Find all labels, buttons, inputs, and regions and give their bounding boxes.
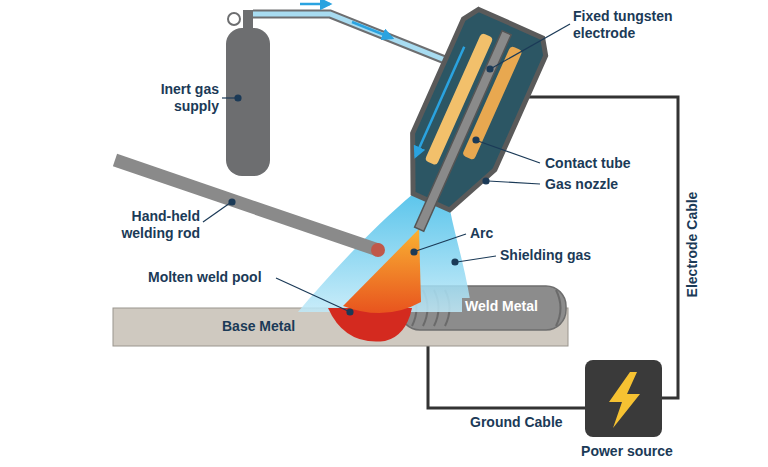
tungsten-electrode <box>415 31 512 231</box>
shielding-gas-label: Shielding gas <box>500 247 591 264</box>
contact-tube-label: Contact tube <box>545 155 631 172</box>
power-source-label: Power source <box>573 443 681 460</box>
pressure-gauge <box>228 13 240 25</box>
gas-hose <box>253 14 445 60</box>
gas-cylinder <box>226 28 270 176</box>
lightning-symbol <box>609 372 640 428</box>
arc-label: Arc <box>470 225 493 242</box>
gas-flow-arrow <box>352 22 392 38</box>
cable-label: Ground Cable <box>470 414 563 431</box>
tig-torch <box>378 5 552 247</box>
weld-metal-label: Weld Metal <box>462 298 541 315</box>
welding-rod-tip <box>371 243 385 257</box>
gas-flow-arrow <box>300 3 330 6</box>
welding-rod-label: Hand-held welding rod <box>98 208 200 242</box>
gas-hose-inner <box>253 14 445 60</box>
ground-cable <box>428 340 585 408</box>
molten-weld-pool <box>328 308 412 342</box>
weld-pool-label: Molten weld pool <box>148 269 262 286</box>
electrode-label: Fixed tungsten electrode <box>573 8 693 42</box>
gas-flow-arrow <box>415 47 464 157</box>
cable-label: Electrode Cable <box>684 185 701 305</box>
weld-ripple <box>556 290 561 326</box>
base-metal-label: Base Metal <box>222 318 295 335</box>
gas-nozzle-label: Gas nozzle <box>545 176 618 193</box>
gas-supply-label: Inert gas supply <box>143 81 219 115</box>
power-source-box <box>585 360 662 437</box>
